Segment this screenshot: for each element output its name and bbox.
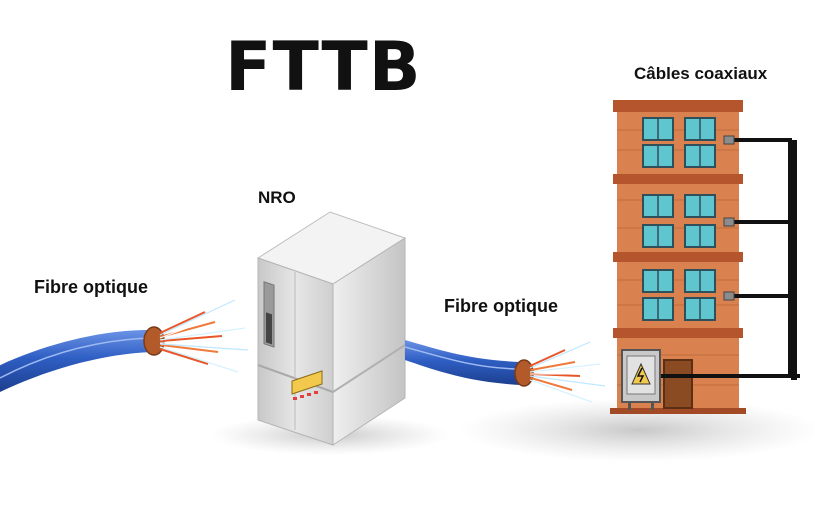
building-shadow [460, 398, 815, 462]
building-door [663, 359, 693, 409]
nro-label: NRO [258, 188, 296, 207]
fibre-optique-left-label: Fibre optique [34, 277, 148, 297]
server-rack-icon [256, 211, 407, 446]
fibre-strands-middle [529, 341, 610, 403]
fibre-strands-left [159, 299, 251, 373]
electrical-box-icon [621, 349, 661, 410]
fibre-optic-cable-left [0, 299, 251, 392]
coax-connectors [723, 135, 735, 301]
fibre-optique-middle-label: Fibre optique [444, 296, 558, 316]
fibre-optic-cable-middle [404, 340, 610, 403]
cables-coaxiaux-label: Câbles coaxiaux [634, 64, 768, 83]
coax-cables [650, 138, 800, 380]
diagram-title: FTTB [225, 28, 422, 107]
